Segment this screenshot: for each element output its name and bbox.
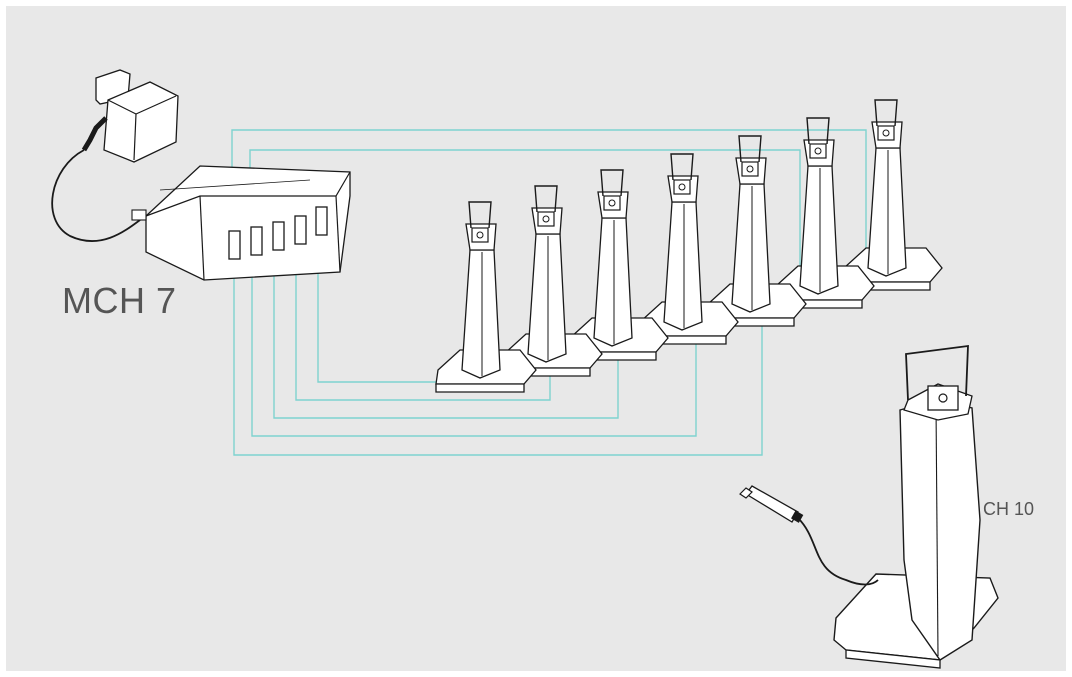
charging-stand-icon [638, 154, 738, 344]
charging-stand-icon [568, 170, 668, 360]
charging-stand-icon [436, 202, 536, 392]
hub-label: MCH 7 [62, 280, 177, 322]
single-charger-label: CH 10 [983, 499, 1034, 520]
ch10-charging-stand-icon [834, 346, 998, 668]
usb-plug-icon [740, 486, 878, 585]
diagram-svg [6, 6, 1066, 671]
charging-stand-icon [774, 118, 874, 308]
usb-hub-icon [132, 166, 350, 280]
charging-stand-icon [842, 100, 942, 290]
charging-stand-icon [502, 186, 602, 376]
charging-stand-icon [706, 136, 806, 326]
diagram-canvas [6, 6, 1066, 671]
